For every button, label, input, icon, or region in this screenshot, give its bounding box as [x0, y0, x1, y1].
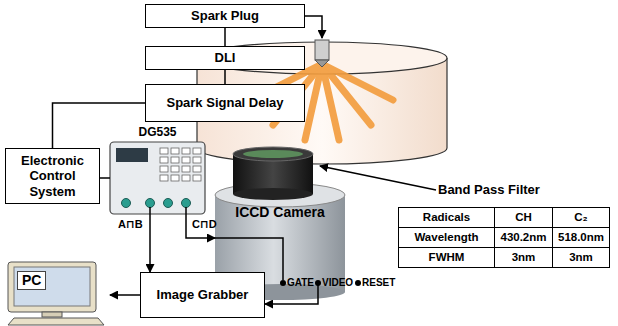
signal-name: A⊓B [118, 218, 143, 231]
table-cell: FWHM [398, 247, 495, 268]
box-label: Spark Plug [191, 8, 259, 24]
table-cell: Wavelength [398, 227, 495, 248]
pin-name: GATE [287, 277, 314, 289]
box-label: DLI [215, 50, 236, 66]
connector [265, 292, 318, 304]
box-label: Spark Signal Delay [166, 95, 283, 111]
connector [100, 177, 110, 179]
part-label: Band Pass Filter [438, 182, 540, 198]
pc-icon [8, 262, 104, 325]
table-cell: CH [494, 207, 553, 228]
pin-name: RESET [362, 277, 395, 289]
table-cell: 3nm [552, 247, 610, 268]
device-label: PC [17, 271, 46, 290]
device-label: DG535 [110, 125, 205, 139]
table-cell: 518.0nm [552, 227, 610, 248]
signal-name: C⊓D [192, 218, 217, 231]
process-box: Electronic Control System [5, 148, 100, 204]
table-cell: 3nm [494, 247, 553, 268]
delay-generator: DG535 [110, 124, 205, 216]
connector [110, 294, 140, 296]
leader-arrow [305, 16, 322, 38]
iccd-camera: ICCD Camera [215, 148, 345, 292]
connector [149, 216, 151, 272]
connector [53, 103, 146, 148]
pc-computer: PC [5, 262, 110, 324]
table-cell: 430.2nm [494, 227, 553, 248]
device-label: ICCD Camera [215, 204, 345, 221]
box-label: Image Grabber [157, 287, 249, 303]
table-cell: Radicals [398, 207, 495, 228]
delay-generator-device [110, 142, 205, 216]
connector [224, 70, 226, 84]
process-box: Spark Plug [145, 4, 305, 28]
process-box: DLI [145, 46, 305, 70]
leader-arrow [320, 166, 436, 190]
pin-name: VIDEO [322, 277, 353, 289]
table-cell: C₂ [552, 207, 610, 228]
connector [224, 28, 226, 46]
process-box: Spark Signal Delay [145, 84, 305, 122]
process-box: Image Grabber [140, 272, 265, 318]
box-label: Electronic Control System [10, 153, 95, 200]
